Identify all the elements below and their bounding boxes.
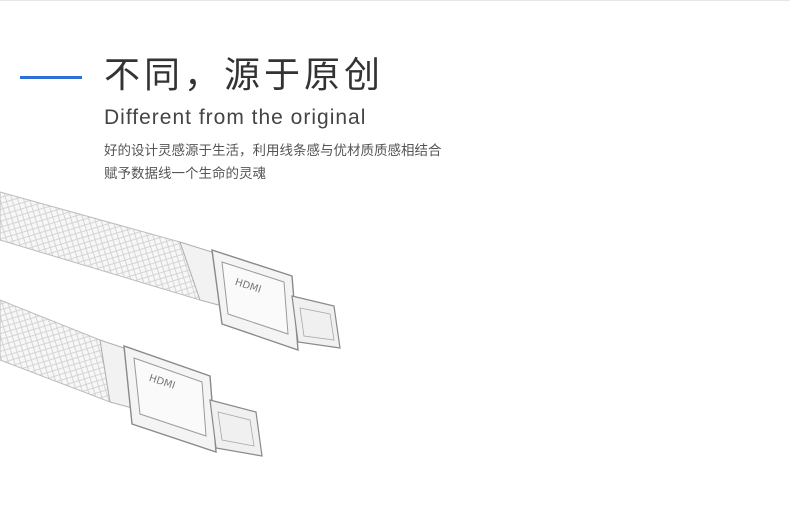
description-block: 好的设计灵感源于生活，利用线条感与优材质质感相结合 赋予数据线一个生命的灵魂: [104, 140, 442, 186]
lower-cable: HDMI: [0, 299, 263, 457]
top-divider: [0, 0, 790, 1]
upper-cable: HDMI: [0, 191, 341, 352]
description-line-2: 赋予数据线一个生命的灵魂: [104, 166, 266, 182]
description-line-1: 好的设计灵感源于生活，利用线条感与优材质质感相结合: [104, 143, 442, 159]
section-title: 不同，源于原创: [104, 55, 385, 96]
section-subtitle: Different from the original: [104, 106, 367, 129]
hdmi-cable-illustration: HDMI HDMI: [0, 191, 341, 457]
accent-bar: [20, 76, 82, 79]
